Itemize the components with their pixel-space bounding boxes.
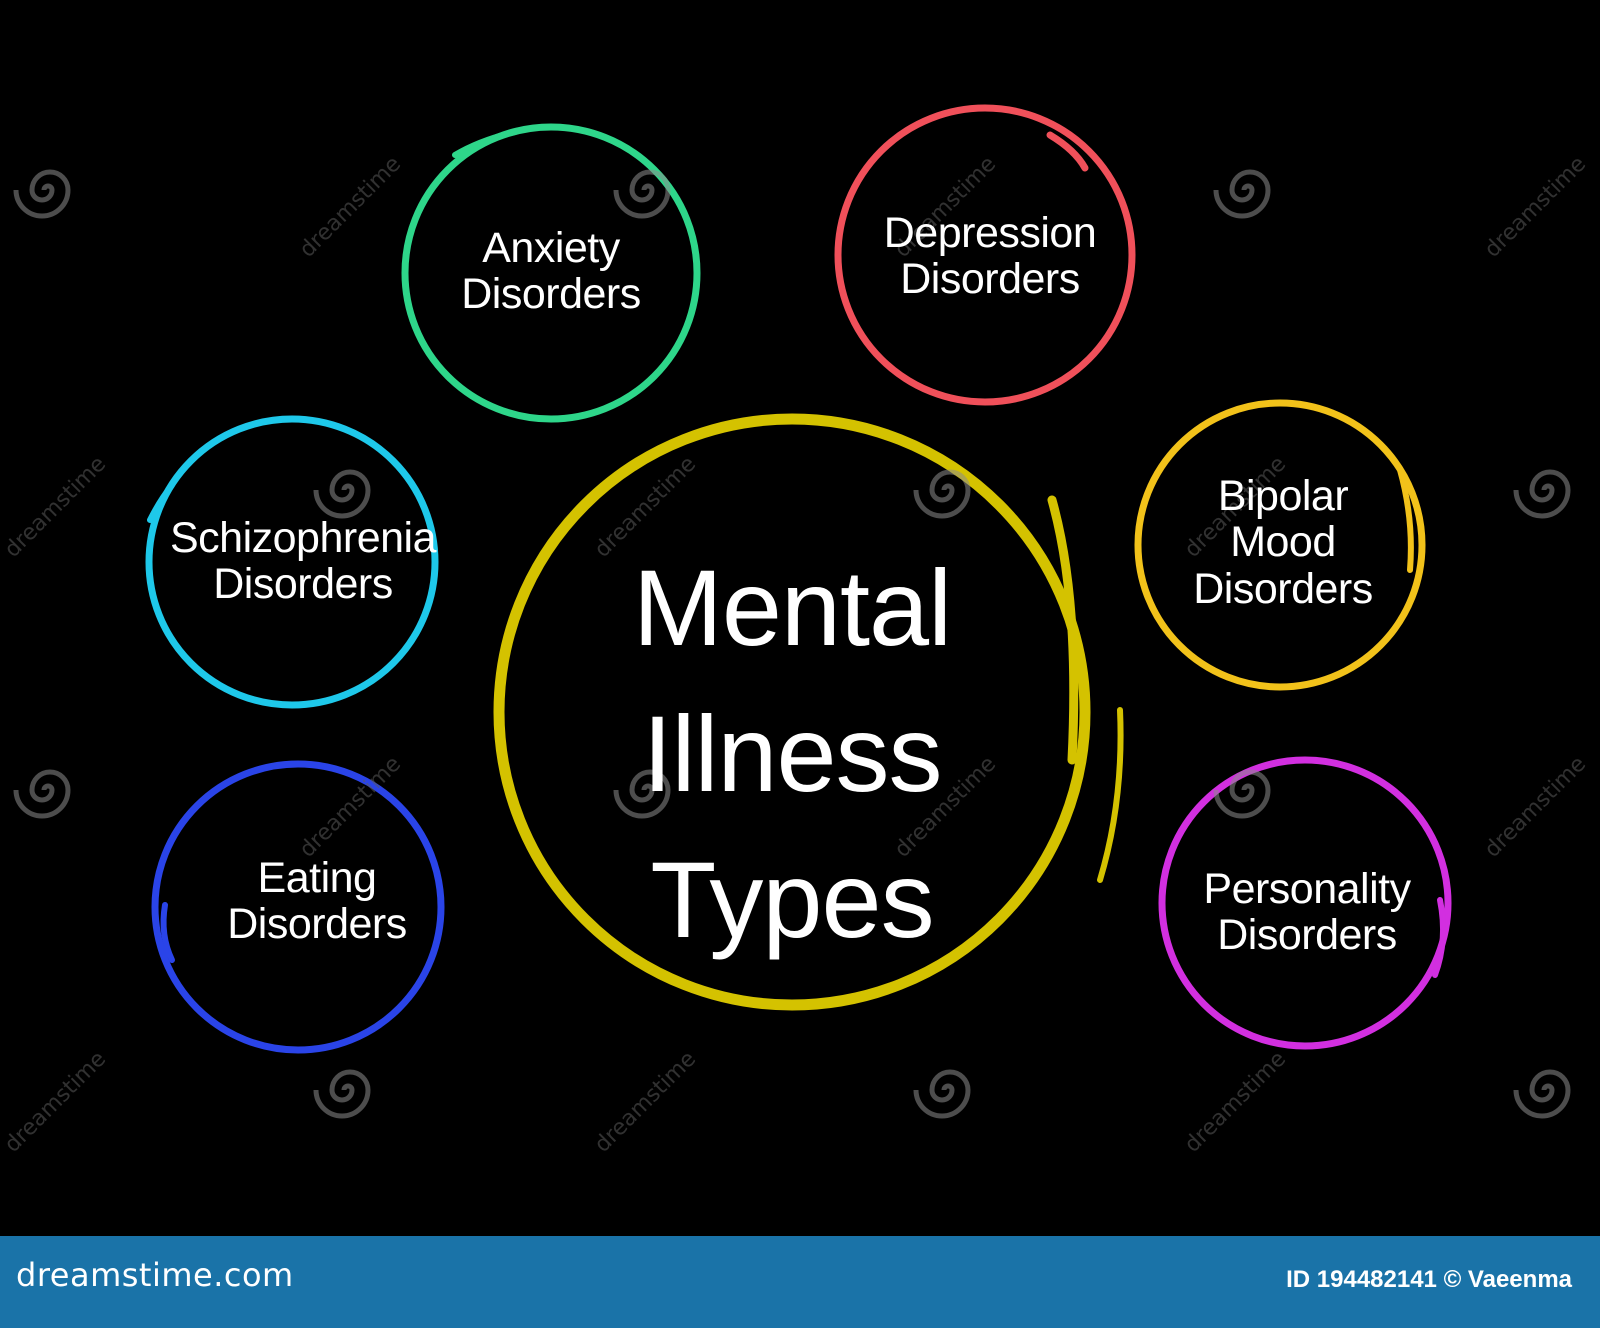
- watermark-spiral-icon: [613, 169, 671, 219]
- center-ring-stroke-tail-2: [1097, 707, 1124, 883]
- node-label-personality: Personality Disorders: [1203, 865, 1411, 960]
- ring-layer: [145, 104, 1452, 1054]
- diagram-canvas: dreamstime dreamstime dreamstime dreamst…: [0, 104, 1592, 1158]
- watermark-spiral-icon: [313, 1069, 371, 1119]
- schizophrenia-ring: [145, 415, 439, 709]
- watermark-spiral-icon: [1513, 1069, 1571, 1119]
- personality-ring: [1158, 756, 1452, 1050]
- eating-ring-tail: [160, 902, 175, 963]
- watermark-spiral-icon: [913, 1069, 971, 1119]
- center-ring-stroke-tail: [1047, 495, 1079, 765]
- eating-ring: [151, 760, 445, 1054]
- bipolar-ring: [1134, 399, 1426, 691]
- watermark-spiral-icon: [613, 769, 671, 819]
- node-label-depression: Depression Disorders: [883, 209, 1097, 304]
- node-label-schizophrenia: Schizophrenia Disorders: [169, 514, 437, 609]
- watermark-spiral-icon: [13, 169, 71, 219]
- depression-ring-tail: [1046, 131, 1089, 172]
- personality-ring-tail: [1432, 897, 1446, 978]
- anxiety-ring: [401, 123, 701, 423]
- anxiety-ring-tail: [452, 129, 518, 158]
- node-label-anxiety: Anxiety Disorders: [461, 224, 641, 319]
- bipolar-ring-tail: [1397, 467, 1414, 573]
- node-label-bipolar: Bipolar Mood Disorders: [1193, 472, 1373, 613]
- watermark-spiral-icon: [1213, 169, 1271, 219]
- watermark-spiral-icon: [1513, 469, 1571, 519]
- node-label-eating: Eating Disorders: [227, 854, 407, 949]
- watermark-spiral-icon: [13, 769, 71, 819]
- watermark-spiral-icon: [913, 469, 971, 519]
- schizophrenia-ring-tail: [147, 482, 175, 523]
- center-ring: [493, 413, 1091, 1011]
- watermark-brand: dreamstime.com: [16, 1256, 294, 1294]
- watermark-spiral-icon: [313, 469, 371, 519]
- watermark-spiral-icon: [1213, 769, 1271, 819]
- watermark-footer: dreamstime.com ID 194482141 © Vaeenma: [0, 1236, 1600, 1328]
- watermark-credit: ID 194482141 © Vaeenma: [1286, 1266, 1572, 1293]
- depression-ring: [834, 104, 1136, 406]
- center-title: Mental Illness Types: [632, 547, 952, 960]
